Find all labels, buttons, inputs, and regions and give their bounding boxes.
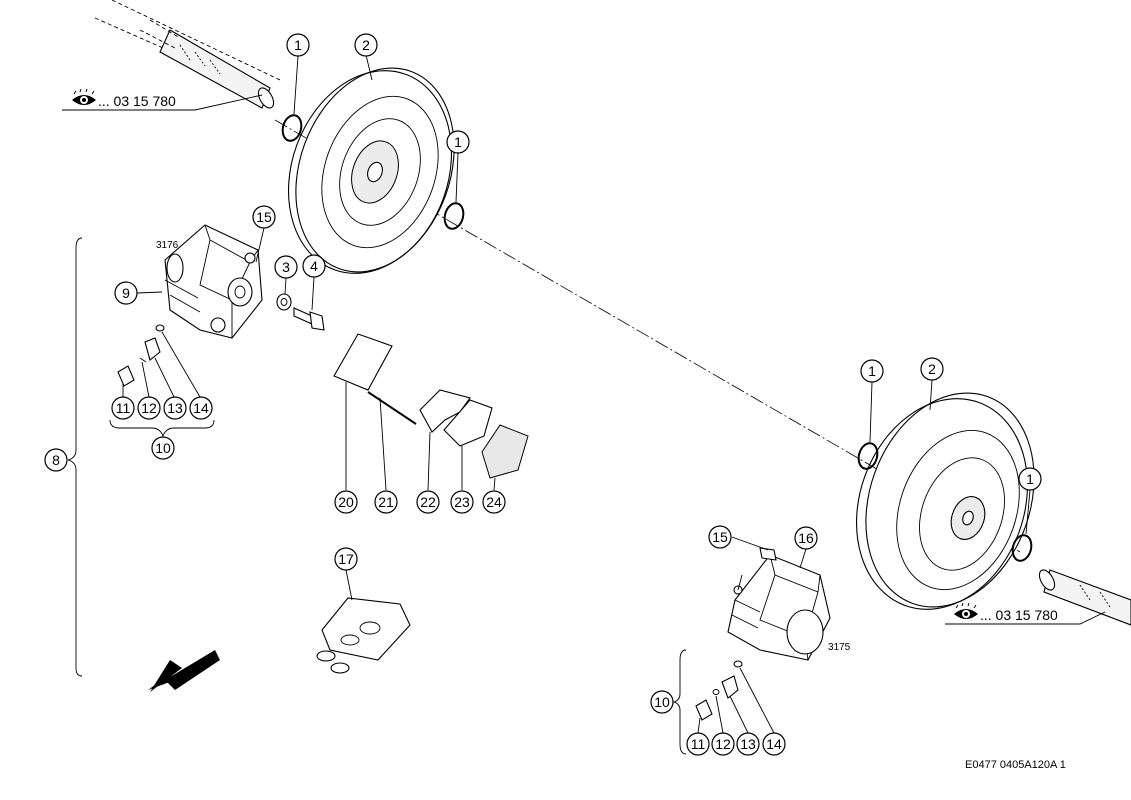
- bleed-parts-left: [117, 324, 165, 387]
- callout-12: 12: [137, 396, 161, 420]
- shaft-lower-right: [1038, 569, 1131, 626]
- callout-23: 23: [450, 490, 474, 514]
- pad-kit: [333, 333, 529, 479]
- callout-15: 15: [252, 205, 276, 229]
- svg-text:17: 17: [338, 551, 354, 567]
- see-reference-text-lower: ... 03 15 780: [980, 607, 1058, 623]
- circlip-lower-a: [857, 442, 879, 470]
- svg-text:1: 1: [454, 134, 462, 150]
- callout-10: 10: [151, 436, 175, 460]
- circlip-upper-b: [443, 202, 465, 230]
- shaft-upper-left: [94, 0, 281, 109]
- seal-kit-17: [316, 597, 411, 674]
- callout-9: 9: [114, 281, 138, 305]
- callout-12: 12: [711, 732, 735, 756]
- circlip-lower-b: [1011, 534, 1033, 562]
- brace-8: [67, 237, 83, 677]
- svg-text:15: 15: [712, 529, 728, 545]
- callout-14: 14: [762, 732, 786, 756]
- callout-2: 2: [354, 33, 378, 57]
- callout-24: 24: [482, 490, 506, 514]
- callout-11: 11: [686, 732, 710, 756]
- svg-text:1: 1: [294, 37, 302, 53]
- svg-text:14: 14: [193, 400, 209, 416]
- leader-lines: [62, 54, 1106, 734]
- svg-text:10: 10: [654, 694, 670, 710]
- see-reference-upper[interactable]: ... 03 15 780: [72, 88, 176, 109]
- callout-1: 1: [446, 130, 470, 154]
- caliper-left: [164, 224, 263, 339]
- svg-text:16: 16: [798, 530, 814, 546]
- svg-text:12: 12: [715, 736, 731, 752]
- callout-15: 15: [708, 525, 732, 549]
- callout-13: 13: [163, 396, 187, 420]
- brace-10-right: [672, 649, 687, 755]
- svg-text:21: 21: [378, 494, 394, 510]
- svg-text:8: 8: [52, 452, 60, 468]
- callout-1: 1: [860, 359, 884, 383]
- svg-text:2: 2: [928, 361, 936, 377]
- svg-text:2: 2: [362, 37, 370, 53]
- callout-14: 14: [189, 396, 213, 420]
- bolt-4: [293, 307, 325, 331]
- callout-4: 4: [302, 254, 326, 278]
- callout-11: 11: [111, 396, 135, 420]
- eye-icon: [954, 602, 978, 619]
- callout-2: 2: [920, 357, 944, 381]
- bleed-parts-right: [695, 660, 743, 721]
- callout-10: 10: [650, 690, 674, 714]
- reference-code: E0477 0405A120A 1: [965, 759, 1066, 771]
- washer-3: [276, 293, 292, 311]
- caliper-label-left: 3176: [156, 240, 179, 251]
- callout-21: 21: [374, 490, 398, 514]
- svg-text:3: 3: [282, 259, 290, 275]
- svg-text:13: 13: [167, 400, 183, 416]
- callout-3: 3: [274, 255, 298, 279]
- svg-text:22: 22: [420, 494, 436, 510]
- callout-20: 20: [334, 490, 358, 514]
- see-reference-lower[interactable]: ... 03 15 780: [954, 602, 1058, 623]
- svg-text:24: 24: [486, 494, 502, 510]
- part-21-pin: [367, 391, 417, 425]
- svg-text:11: 11: [691, 736, 706, 752]
- caliper-right: [727, 547, 831, 661]
- part-20-plate: [333, 333, 393, 391]
- caliper-label-right: 3175: [828, 642, 851, 653]
- svg-text:14: 14: [766, 736, 782, 752]
- callout-13: 13: [736, 732, 760, 756]
- callout-1: 1: [1018, 467, 1042, 491]
- svg-text:10: 10: [155, 440, 171, 456]
- svg-text:23: 23: [454, 494, 470, 510]
- svg-text:11: 11: [116, 400, 131, 416]
- svg-text:4: 4: [310, 258, 318, 274]
- svg-text:1: 1: [1026, 471, 1034, 487]
- see-reference-text-upper: ... 03 15 780: [98, 93, 176, 109]
- part-23-shim: [443, 399, 493, 447]
- brake-disc-lower: [855, 392, 1035, 610]
- callout-1: 1: [286, 33, 310, 57]
- brace-10-left: [109, 419, 215, 438]
- callout-22: 22: [416, 490, 440, 514]
- svg-text:15: 15: [256, 209, 272, 225]
- callout-8: 8: [44, 448, 68, 472]
- brake-disc-upper: [287, 67, 455, 274]
- callout-17: 17: [334, 547, 358, 571]
- svg-text:13: 13: [740, 736, 756, 752]
- svg-text:20: 20: [338, 494, 354, 510]
- svg-text:12: 12: [141, 400, 157, 416]
- part-24-pad: [481, 424, 529, 479]
- callout-16: 16: [794, 526, 818, 550]
- svg-text:9: 9: [122, 285, 130, 301]
- svg-text:1: 1: [868, 363, 876, 379]
- circlip-upper-a: [281, 114, 303, 142]
- eye-icon: [72, 88, 96, 105]
